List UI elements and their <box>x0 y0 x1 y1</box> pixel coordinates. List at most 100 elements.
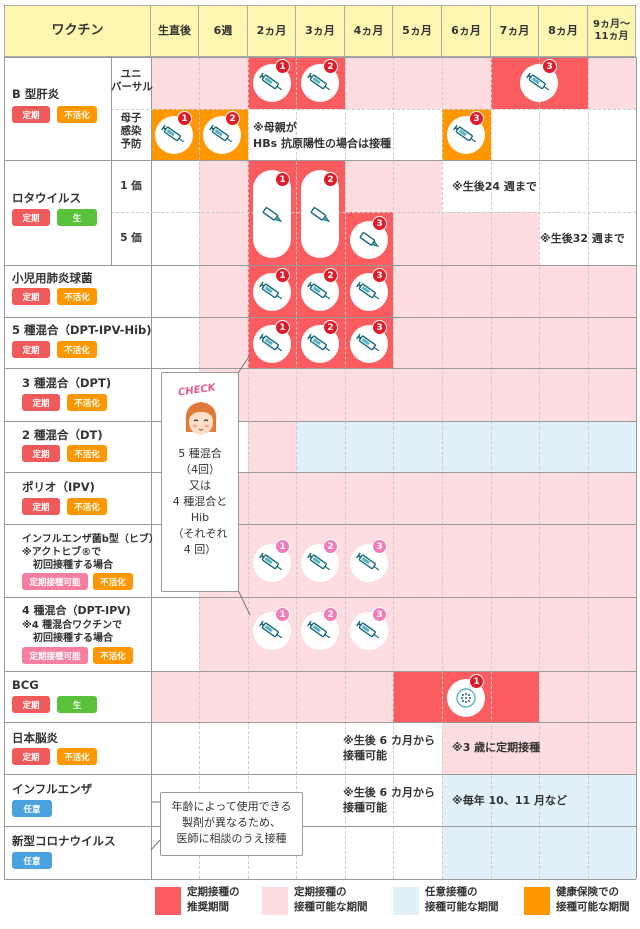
dose-number: 2 <box>323 172 338 187</box>
oral-tube-icon <box>259 204 285 230</box>
dose-number: 3 <box>372 268 387 283</box>
legend-swatch <box>262 887 288 915</box>
row-name-rota: ロタウイルス <box>12 191 81 205</box>
note-flu2: ※毎年 10、11 月など <box>452 794 567 807</box>
badge-inactivated: 不活化 <box>93 647 133 664</box>
period-fill-possible <box>539 671 636 722</box>
period-fill-possible <box>345 57 491 109</box>
dose-number: 1 <box>275 59 290 74</box>
row-note-dpt4-2: 初回接種する場合 <box>33 633 113 644</box>
row-sub-hepb-universal: ユニ バーサル <box>111 68 153 94</box>
oral-tube-icon <box>307 204 333 230</box>
badge-inactivated: 不活化 <box>93 573 133 590</box>
header-col-3: 3ヵ月 <box>296 5 345 57</box>
grid-subdivider <box>111 57 112 160</box>
header-col-5: 5ヵ月 <box>393 5 442 57</box>
grid-hline <box>4 879 636 880</box>
note-je1: ※生後 6 カ月から 接種可能 <box>343 734 436 762</box>
badge-inactivated: 不活化 <box>57 106 97 123</box>
badge-inactivated: 不活化 <box>67 498 107 515</box>
dose-number: 2 <box>323 59 338 74</box>
dose-number: 2 <box>225 111 240 126</box>
legend-swatch <box>524 887 550 915</box>
header-vaccine: ワクチン <box>4 5 151 57</box>
dose-number: 2 <box>323 320 338 335</box>
badge-regular: 定期 <box>22 498 60 515</box>
grid-hline <box>4 472 636 473</box>
row-sub-rota-5: 5 価 <box>120 232 142 244</box>
grid-hline <box>4 368 636 369</box>
period-fill-possible <box>248 421 296 472</box>
grid-border <box>151 57 152 879</box>
row-note-hib-2: 初回接種する場合 <box>33 560 113 571</box>
row-name-flu: インフルエンザ <box>12 782 93 796</box>
grid-hline <box>4 671 636 672</box>
row-name-pneumo: 小児用肺炎球菌 <box>12 271 93 285</box>
grid-hline <box>4 57 636 58</box>
period-fill-possible <box>199 265 248 317</box>
grid-border <box>4 57 5 879</box>
badge-live: 生 <box>57 696 97 713</box>
age-note: 年齢によって使用できる 製剤が異なるため、 医師に相談のうえ接種 <box>171 800 292 845</box>
legend-label: 定期接種の 接種可能な期間 <box>294 886 368 914</box>
badge-regular: 定期 <box>12 288 50 305</box>
row-name-dt2: 2 種混合（DT) <box>22 428 103 442</box>
dose-number: 1 <box>275 268 290 283</box>
dose-number: 1 <box>275 607 290 622</box>
period-fill-possible <box>199 317 248 368</box>
period-fill-possible <box>151 671 393 722</box>
header-col-2: 2ヵ月 <box>248 5 296 57</box>
dose-number: 3 <box>372 320 387 335</box>
row-sub-hepb-mother: 母子 感染 予防 <box>120 112 142 151</box>
header-col-9: 9ヵ月〜 11ヵ月 <box>588 5 636 57</box>
grid-hline <box>111 212 636 213</box>
dose-number: 2 <box>323 607 338 622</box>
legend-swatch <box>155 887 181 915</box>
check-body: 5 種混合 （4回） 又は 4 種混合と Hib （それぞれ 4 回） <box>172 447 228 556</box>
badge-live: 生 <box>57 209 97 226</box>
period-fill-possible <box>199 597 248 671</box>
period-fill-possible <box>393 317 636 368</box>
badge-optional: 任意 <box>12 800 52 817</box>
grid-hline <box>4 265 636 266</box>
nurse-face-icon <box>185 402 217 435</box>
grid-hline <box>4 317 636 318</box>
badge-regular: 定期 <box>12 341 50 358</box>
badge-regular-possible: 定期接種可能 <box>22 647 88 664</box>
grid-hline <box>4 826 636 827</box>
row-name-je: 日本脳炎 <box>12 731 58 745</box>
dose-number: 2 <box>323 268 338 283</box>
syringe-icon <box>155 116 193 154</box>
period-fill-possible <box>588 57 636 109</box>
grid-vline <box>442 57 443 879</box>
grid-hline <box>4 774 636 775</box>
grid-hline <box>4 722 636 723</box>
grid-vline <box>539 57 540 879</box>
grid-vline <box>296 57 297 879</box>
period-fill-possible <box>199 160 248 212</box>
dose-number: 2 <box>323 539 338 554</box>
note-rota5: ※生後32 週まで <box>540 232 625 245</box>
header-col-0: 生直後 <box>151 5 199 57</box>
period-fill-possible <box>393 265 636 317</box>
dose-number: 1 <box>177 111 192 126</box>
grid-hline <box>4 160 636 161</box>
badge-regular: 定期 <box>22 394 60 411</box>
age-note-box <box>160 792 303 856</box>
legend-swatch <box>393 887 419 915</box>
dose-number: 3 <box>372 607 387 622</box>
note-rota1: ※生後24 週まで <box>452 180 537 193</box>
grid-hline <box>111 109 636 110</box>
dose-number: 3 <box>469 111 484 126</box>
badge-inactivated: 不活化 <box>67 445 107 462</box>
grid-vline <box>345 57 346 879</box>
dose-number: 3 <box>372 539 387 554</box>
row-sub-rota-1: 1 価 <box>120 180 142 192</box>
legend-label: 任意接種の 接種可能な期間 <box>425 886 499 914</box>
header-col-7: 7ヵ月 <box>491 5 539 57</box>
dose-number: 1 <box>275 539 290 554</box>
badge-regular: 定期 <box>12 696 50 713</box>
row-name-ipv: ポリオ（IPV) <box>22 480 95 494</box>
grid-hline <box>4 597 636 598</box>
